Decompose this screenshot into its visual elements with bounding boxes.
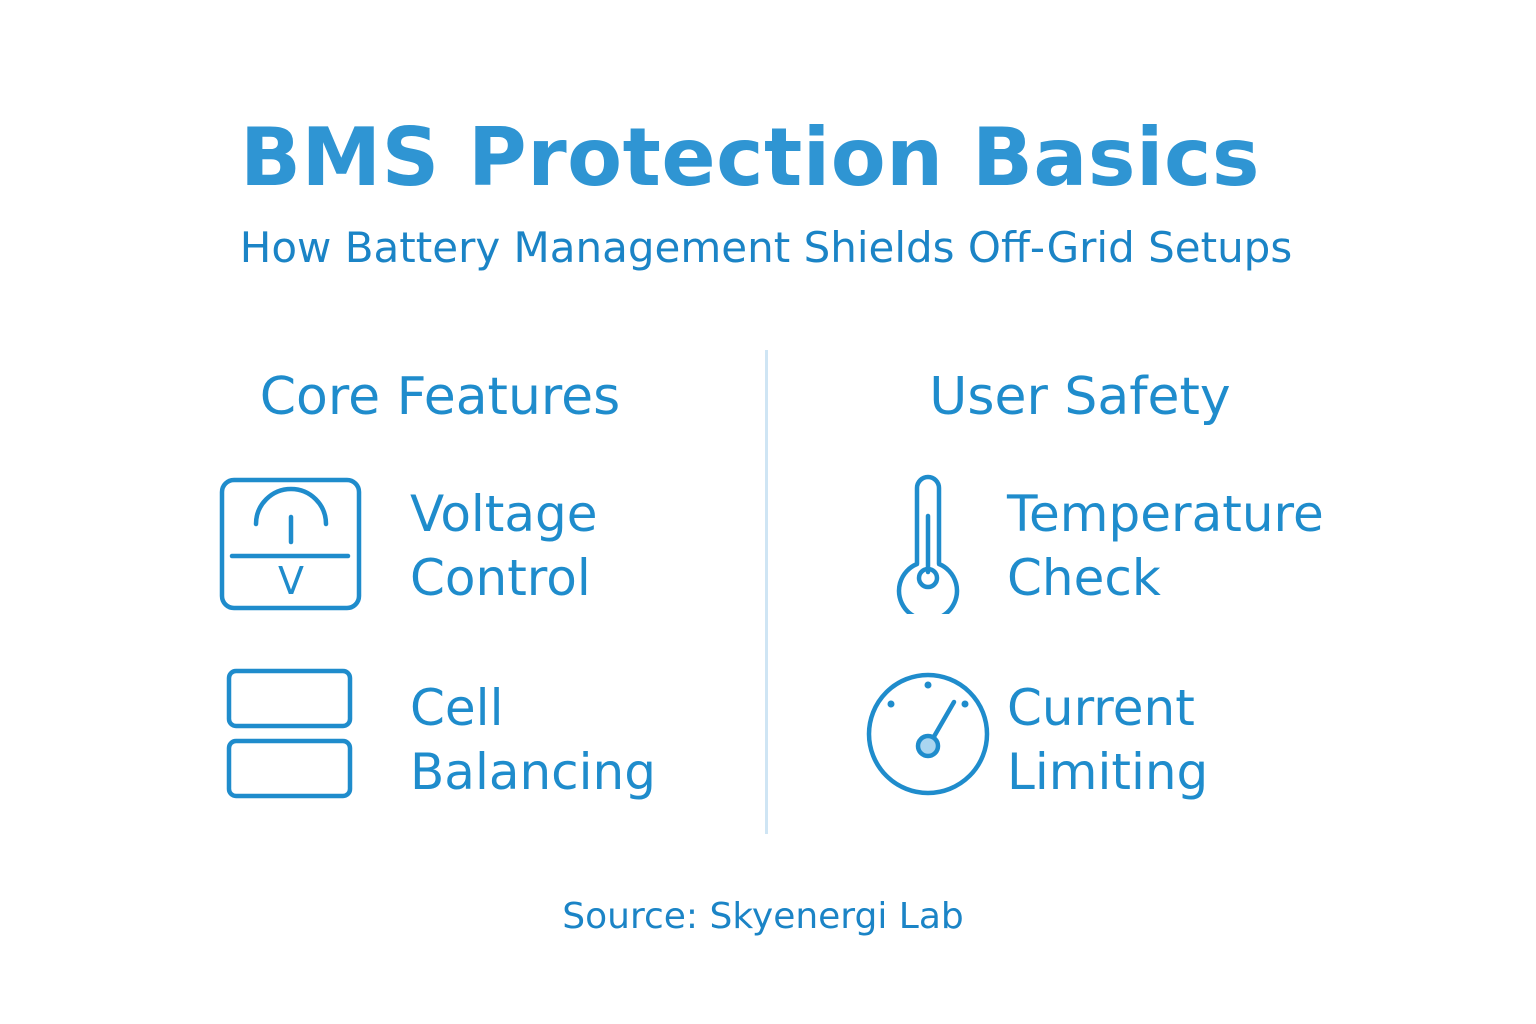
voltmeter-icon: V <box>219 477 362 611</box>
battery-cells-icon <box>226 668 353 799</box>
voltage-control-line-2: Control <box>410 549 591 607</box>
source-credit: Source: Skyenergi Lab <box>562 896 964 937</box>
temperature-check-label: Temperature Check <box>1007 482 1324 610</box>
user-safety-heading: User Safety <box>929 367 1231 427</box>
temperature-check-line-1: Temperature <box>1007 485 1324 543</box>
current-limiting-line-1: Current <box>1007 679 1195 737</box>
current-limiting-line-2: Limiting <box>1007 743 1209 801</box>
voltage-control-line-1: Voltage <box>410 485 598 543</box>
column-divider <box>765 350 768 834</box>
temperature-check-line-2: Check <box>1007 549 1161 607</box>
voltage-control-label: Voltage Control <box>410 482 598 610</box>
thermometer-icon <box>896 474 960 614</box>
voltmeter-glyph: V <box>278 559 304 603</box>
cell-balancing-line-2: Balancing <box>410 743 656 801</box>
page-title: BMS Protection Basics <box>240 111 1260 204</box>
current-limiting-label: Current Limiting <box>1007 676 1208 804</box>
page-subtitle: How Battery Management Shields Off-Grid … <box>239 223 1293 272</box>
gauge-icon <box>866 672 990 796</box>
cell-balancing-line-1: Cell <box>410 679 504 737</box>
cell-balancing-label: Cell Balancing <box>410 676 656 804</box>
core-features-heading: Core Features <box>259 367 621 427</box>
